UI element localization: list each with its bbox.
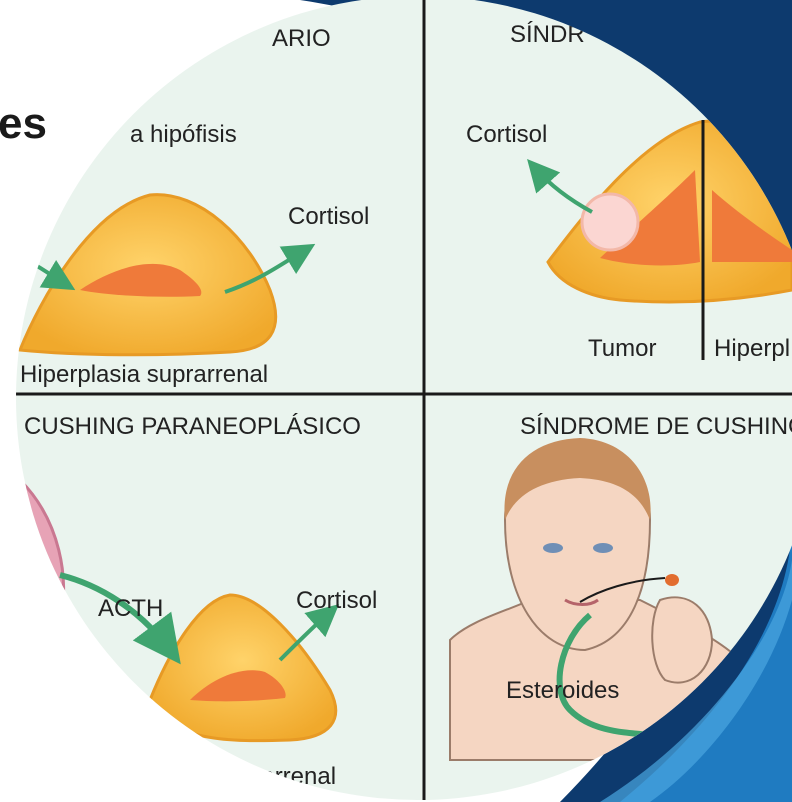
panel-1-title: ARIO	[272, 25, 331, 52]
panel-2-label-cortisol: Cortisol	[466, 121, 547, 148]
panel-3-title: CUSHING PARANEOPLÁSICO	[24, 413, 361, 440]
panel-2-label-hyperplasia: Hiperpl	[714, 335, 790, 362]
panel-2-label-tumor: Tumor	[588, 335, 656, 362]
slide-heading-fragment: es	[0, 99, 47, 148]
panel-1-label-hypophysis: a hipófisis	[130, 121, 237, 148]
panel-1-label-cortisol: Cortisol	[288, 203, 369, 230]
panel-3-label-cortisol: Cortisol	[296, 587, 377, 614]
panel-1-label-hyperplasia: Hiperplasia suprarrenal	[20, 361, 268, 388]
panel-4-title: SÍNDROME DE CUSHING	[520, 413, 792, 440]
panel-4-label-steroids: Esteroides	[506, 677, 619, 704]
panel-3-label-acth: ACTH	[98, 595, 163, 622]
